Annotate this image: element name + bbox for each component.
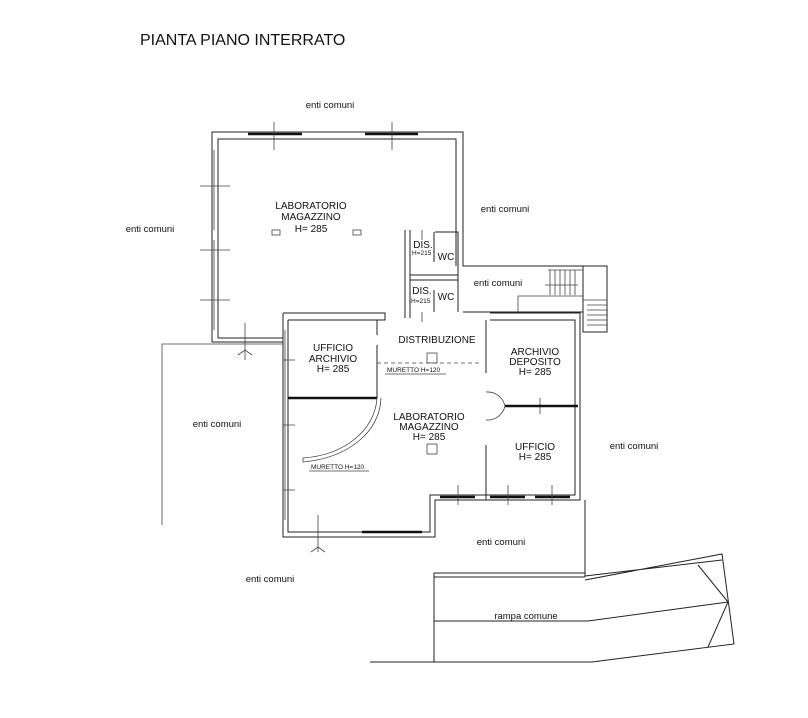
room-label: MAGAZZINO: [281, 212, 341, 223]
area-label: enti comuni: [474, 278, 523, 289]
area-label: rampa comune: [494, 611, 557, 622]
room-label: LABORATORIO: [393, 412, 465, 423]
area-label: enti comuni: [193, 419, 242, 430]
area-label: enti comuni: [610, 441, 659, 452]
area-label: enti comuni: [481, 204, 530, 215]
room-label: H=215: [411, 298, 431, 305]
room-label: H= 285: [519, 452, 552, 463]
room-label: MAGAZZINO: [399, 422, 459, 433]
room-label: DIS.: [412, 286, 431, 297]
room-label: DEPOSITO: [509, 357, 561, 368]
room-label: WC: [438, 292, 455, 303]
room-label: LABORATORIO: [275, 201, 347, 212]
room-label: H= 285: [413, 432, 446, 443]
muretto-note: MURETTO H=120: [387, 367, 441, 374]
room-label: DISTRIBUZIONE: [398, 335, 476, 346]
room-label: UFFICIO: [313, 343, 353, 354]
room-label: H=215: [412, 250, 432, 257]
room-label: H= 285: [295, 224, 328, 235]
area-label: enti comuni: [246, 574, 295, 585]
room-label: DIS.: [413, 240, 432, 251]
walls: [161, 122, 735, 663]
page-title: PIANTA PIANO INTERRATO: [140, 32, 346, 49]
room-label: UFFICIO: [515, 442, 555, 453]
room-label: H= 285: [519, 367, 552, 378]
room-label: WC: [438, 252, 455, 263]
area-label: enti comuni: [126, 224, 175, 235]
area-label: enti comuni: [477, 537, 526, 548]
room-label: ARCHIVIO: [309, 354, 358, 365]
area-label: enti comuni: [306, 100, 355, 111]
room-label: ARCHIVIO: [511, 347, 560, 358]
muretto-note: MURETTO H=120: [311, 464, 365, 471]
room-label: H= 285: [317, 364, 350, 375]
